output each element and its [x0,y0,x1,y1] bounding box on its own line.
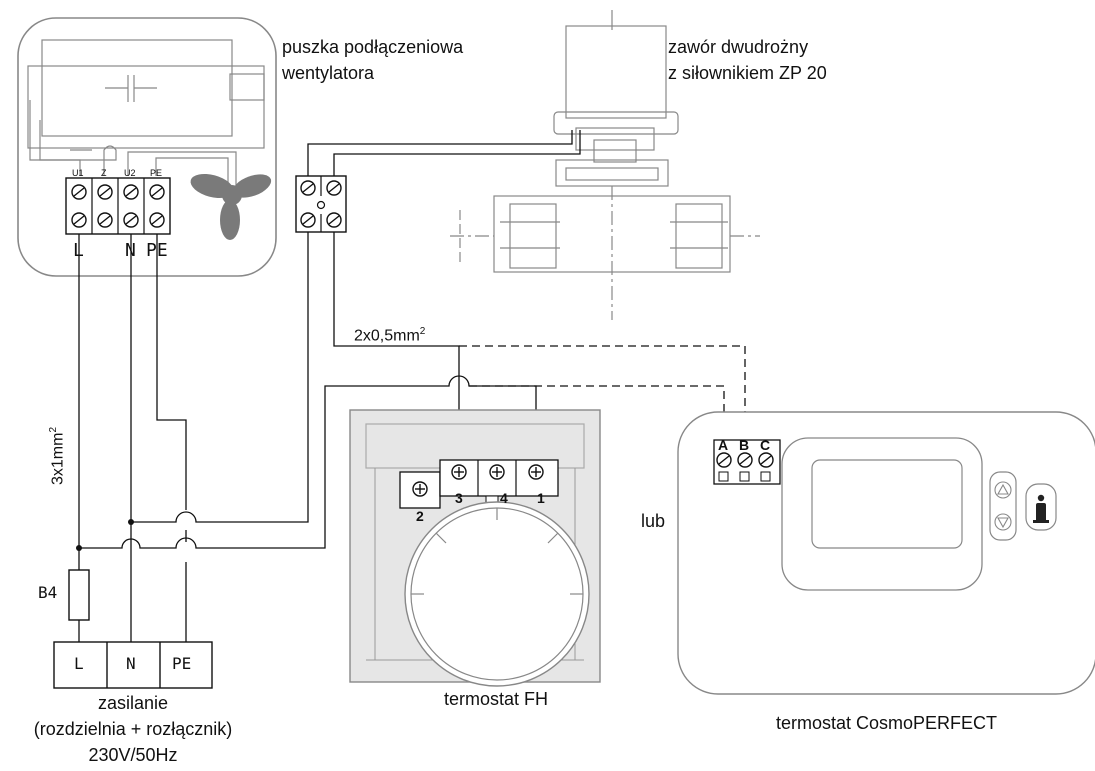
valve-label-line1: zawór dwudrożny [668,37,809,57]
fh-terminal-3: 3 [455,490,463,506]
fan-terminal-top-z: Z [101,168,107,178]
supply-terminal-l: L [74,654,84,673]
cosmo-terminal-a: A [718,437,729,453]
valve-connector-block [295,175,347,233]
power-supply-label-line2: (rozdzielnia + rozłącznik) [33,719,233,739]
supply-terminal-pe: PE [172,654,192,673]
thermostat-fh-label: termostat FH [444,689,549,709]
fh-terminal-4: 4 [500,490,508,506]
cosmo-terminal-b: B [739,437,750,453]
cosmo-terminal-c: C [760,437,771,453]
fh-terminal-2: 2 [416,508,424,524]
supply-terminal-block [53,641,213,689]
or-label: lub [641,511,666,531]
fan-junction-box [17,17,277,277]
thermostat-cosmo [677,411,1095,695]
cable-label-power: 3x1mm2 [48,426,67,485]
power-supply-label-line1: zasilanie [97,693,169,713]
thermostat-cosmo-label: termostat CosmoPERFECT [776,713,998,733]
capacitor-icon [105,75,157,102]
thermostat-fh [349,409,601,687]
fuse-label: B4 [38,583,58,602]
arrow-up-icon[interactable] [994,481,1012,499]
fan-terminal-strip [65,177,171,235]
fan-icon [190,173,272,240]
fan-terminal-top-pe: PE [150,168,163,178]
fuse-b4 [68,569,90,621]
fan-terminal-bottom-l: L [73,240,84,261]
arrow-down-icon[interactable] [994,513,1012,531]
fh-terminal-1: 1 [537,490,545,506]
cable-label-thermostat: 2x0,5mm2 [354,326,426,345]
supply-terminal-n: N [126,654,136,673]
two-way-valve [450,10,760,320]
info-icon[interactable] [1025,483,1057,531]
fan-terminal-bottom-pe: PE [146,240,168,261]
junction-box-label-line2: wentylatora [282,63,375,83]
fan-terminal-top-u2: U2 [124,168,136,178]
fan-terminal-top-u1: U1 [72,168,84,178]
fan-terminal-bottom-n: N [125,240,136,261]
junction-box-label-line1: puszka podłączeniowa [282,37,464,57]
power-supply-label-line3: 230V/50Hz [88,745,178,765]
valve-label-line2: z siłownikiem ZP 20 [668,63,827,83]
